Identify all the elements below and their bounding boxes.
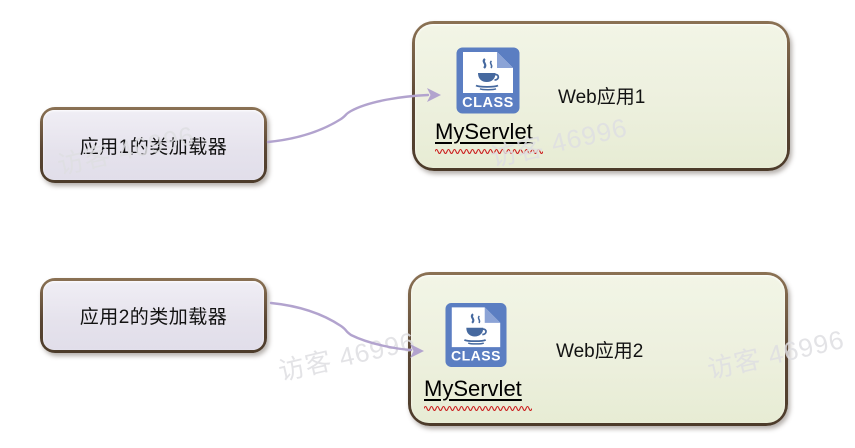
spellcheck-squiggle [424,405,532,411]
loader1-label: 应用1的类加载器 [79,136,228,158]
loader2-label: 应用2的类加载器 [79,307,228,328]
watermark: 访客 46996 [275,325,419,387]
java-cup-icon [463,313,487,345]
myservlet-text: MyServlet [435,119,533,144]
webapp1-node-body: CLASS Web应用1 MyServlet [415,24,787,168]
webapp2-title: Web应用2 [556,341,644,362]
java-cup-icon [475,58,500,91]
class-icon-label: CLASS [462,95,514,111]
loader2-node: 应用2的类加载器 [40,278,267,353]
loader1-node: 应用1的类加载器 [40,107,267,183]
class-icon-label: CLASS [451,348,501,364]
webapp1-title: Web应用1 [558,87,646,108]
arrow-loader1-to-webapp1 [266,93,430,144]
java-class-file-icon: CLASS [445,303,507,367]
myservlet-text: MyServlet [424,376,522,401]
java-class-file-icon: CLASS [456,47,520,114]
loader2-node-body: 应用2的类加载器 [43,281,264,350]
loader1-node-body: 应用1的类加载器 [43,110,264,180]
webapp2-node-body: CLASS Web应用2 MyServlet [411,275,785,423]
webapp1-node: CLASS Web应用1 MyServlet [412,21,790,171]
arrow-loader2-to-webapp2 [269,301,413,352]
spellcheck-squiggle [435,148,543,154]
webapp2-node: CLASS Web应用2 MyServlet [408,272,788,426]
webapp2-class-name: MyServlet [424,378,532,411]
webapp1-class-name: MyServlet [435,121,543,154]
